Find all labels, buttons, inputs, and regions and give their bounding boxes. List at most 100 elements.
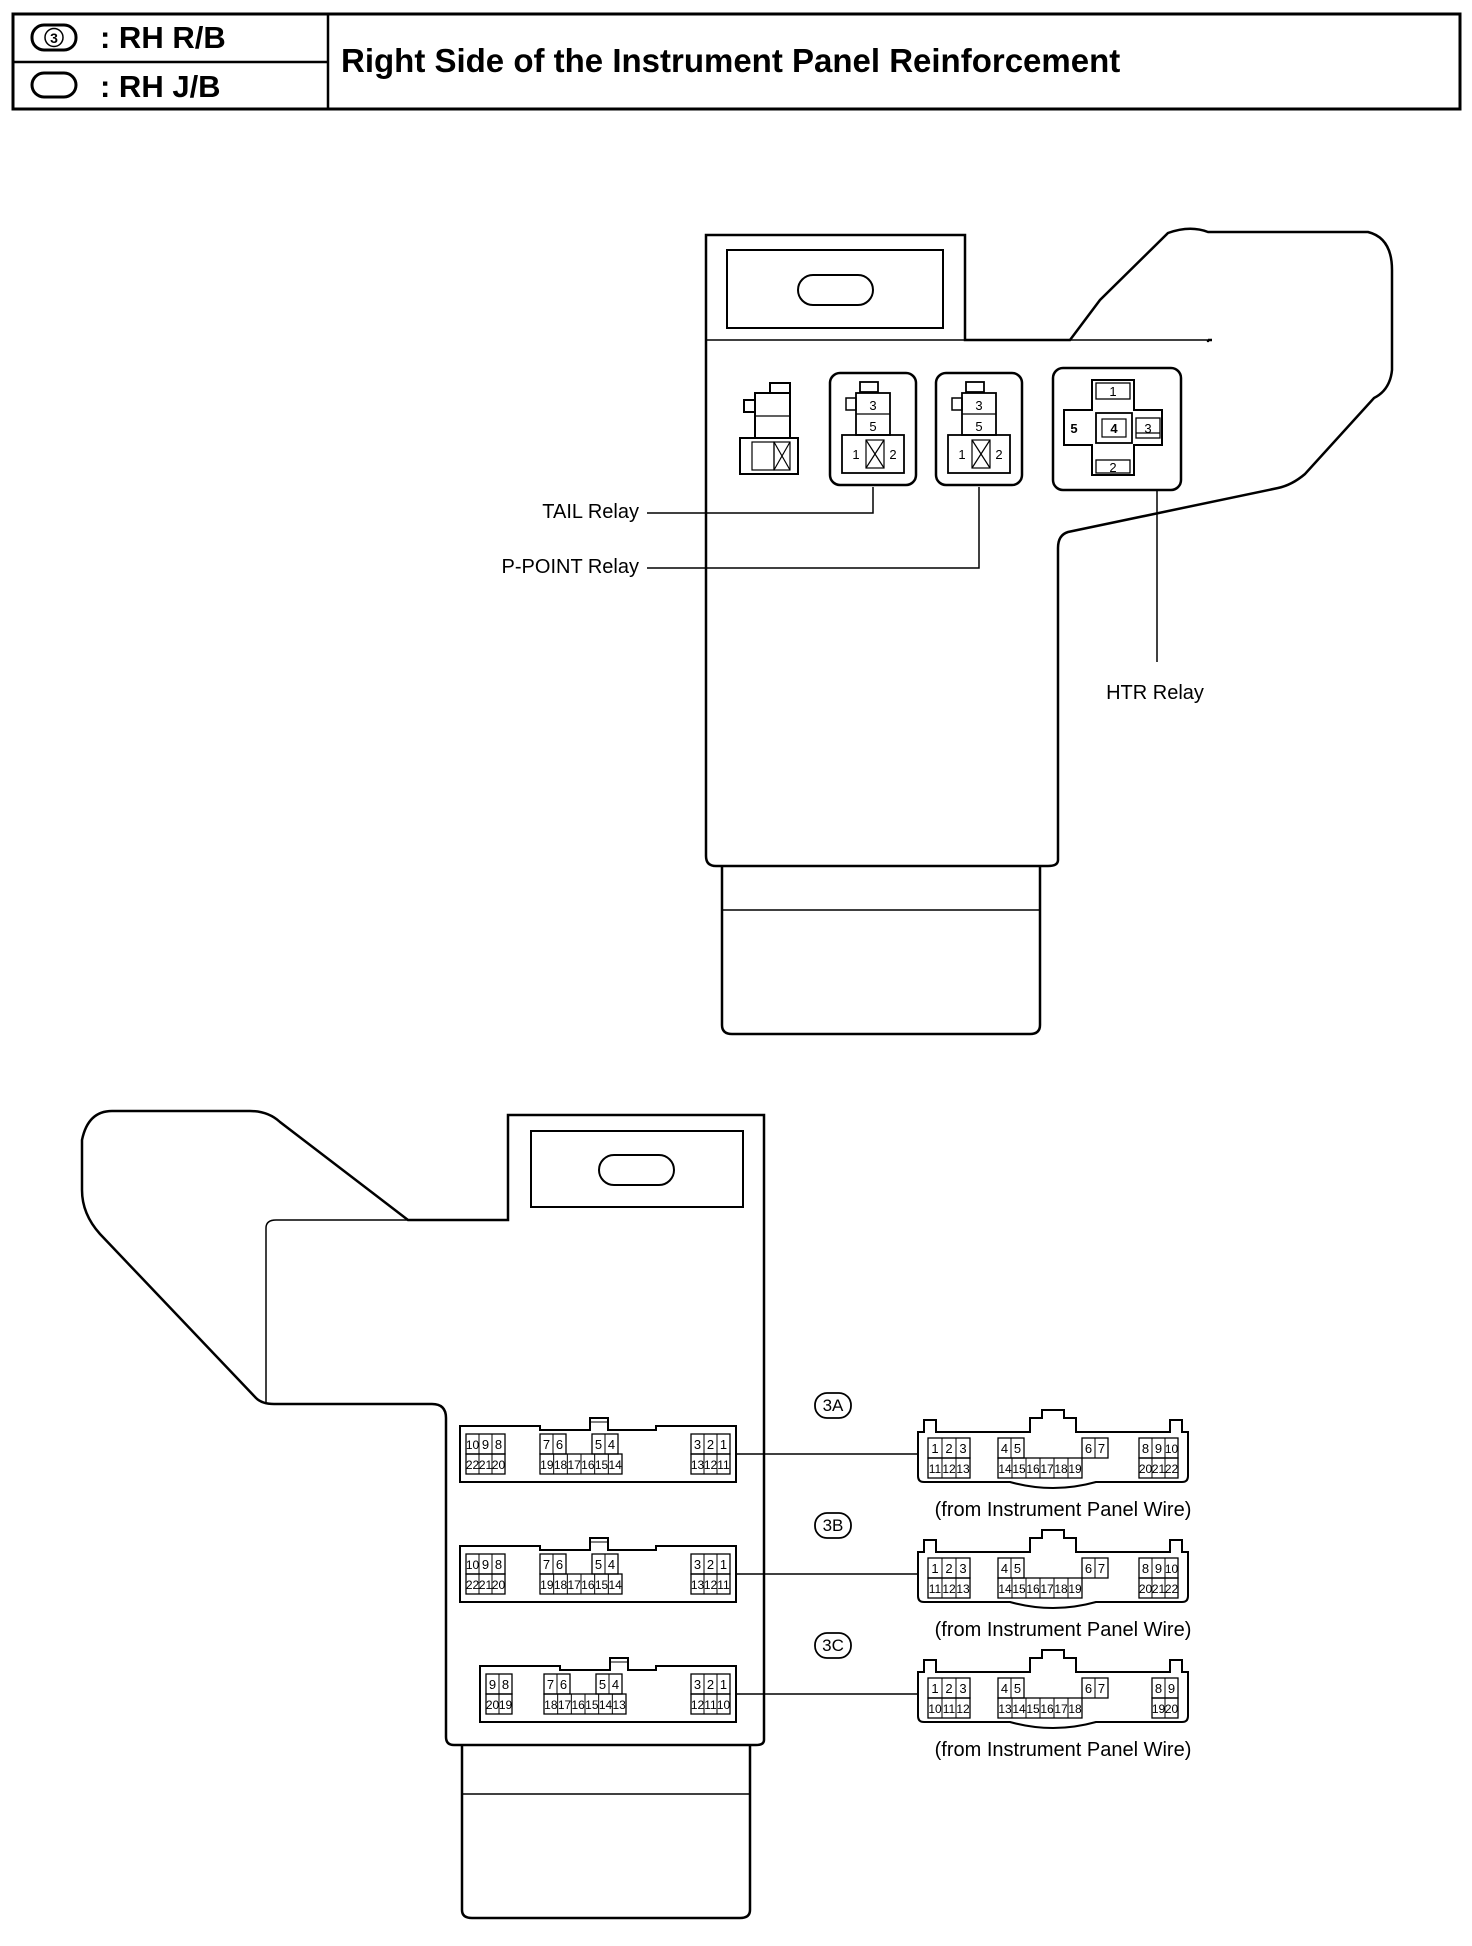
plug-3C-rb-pin-20: 20 [1165,1702,1179,1716]
plug-3A-lt-pin-3: 3 [959,1441,966,1456]
plug-3C-lt-pin-3: 3 [959,1681,966,1696]
rb-number: 3 [50,30,58,46]
plug-3B-rt-pin-10: 10 [1165,1562,1179,1576]
ppoint-relay-pin-3: 3 [975,398,982,413]
jb-3B-mb-pin-14: 14 [608,1578,622,1592]
plug-3C-lb-pin-10: 10 [928,1702,942,1716]
connector-caption: (from Instrument Panel Wire) [935,1499,1192,1521]
jb-3B-lt-pin-10: 10 [466,1558,480,1572]
connector-code-icon [814,1392,852,1419]
jb-3C-rt-pin-1: 1 [720,1677,727,1692]
connector-caption: (from Instrument Panel Wire) [935,1619,1192,1641]
jb-3B-rt-pin-3: 3 [694,1557,701,1572]
plug-3A-rb-pin-21: 21 [1152,1462,1166,1476]
jb-3C-rb-pin-12: 12 [691,1698,705,1712]
jb-3C-mtr-pin-4: 4 [612,1677,619,1692]
jb-3C-mb-pin-17: 17 [558,1698,572,1712]
jb-3A-lb-cell-group [465,1453,506,1475]
plug-3A-lb-pin-11: 11 [929,1462,942,1476]
jb-3B-lb-cell-group [465,1573,506,1595]
plug-3B-mb-pin-14: 14 [998,1582,1012,1596]
htr-relay-socket: 1 5 4 3 2 [1051,366,1183,492]
plug-3B-lb-pin-12: 12 [942,1582,956,1596]
jb-3B-mb-pin-17: 17 [567,1578,581,1592]
jb-socket-shell [459,1537,737,1603]
jb-3C-mb-pin-13: 13 [612,1698,626,1712]
plug-3B-lb-pin-11: 11 [929,1582,942,1596]
connector-code-icon [814,1632,852,1659]
connector-code-label: 3B [823,1516,844,1535]
tail-relay-latch [859,381,879,393]
plug-3A-rb-pin-20: 20 [1139,1462,1153,1476]
jb-3A-mb-pin-18: 18 [554,1458,568,1472]
ppoint-relay-pin-1: 1 [958,447,965,462]
plug-3C-mb-pin-17: 17 [1054,1702,1068,1716]
plug-3B-mb-pin-16: 16 [1026,1582,1040,1596]
plug-3A-lt-pin-1: 1 [931,1441,938,1456]
ppoint-relay-latch [965,381,985,393]
plug-3C-mtl-pin-4: 4 [1001,1681,1008,1696]
ppoint-relay-label: P-POINT Relay [502,556,639,578]
jb-3B-rb-pin-13: 13 [691,1578,705,1592]
jb-3A-rb-cell-group [690,1453,731,1475]
htr-pin-4: 4 [1110,421,1118,436]
plug-3C-mtr-pin-6: 6 [1085,1681,1092,1696]
plug-3C-lb-pin-12: 12 [956,1702,970,1716]
plug-3B-mtl-pin-4: 4 [1001,1561,1008,1576]
jb-3A-mb-pin-17: 17 [567,1458,581,1472]
rb-symbol-icon: 3 [30,23,78,52]
jb-3B-mtl-pin-6: 6 [556,1557,563,1572]
jb-3B-rb-cell-group [690,1573,731,1595]
jb-3B-lt-pin-8: 8 [495,1557,502,1572]
plug-3B-lt-pin-2: 2 [945,1561,952,1576]
tail-relay-label: TAIL Relay [542,501,639,523]
jb-3B-lb-pin-20: 20 [492,1578,506,1592]
jb-3C-lt-pin-9: 9 [489,1677,496,1692]
tail-relay-pin-1: 1 [852,447,859,462]
jb-3B-mtr-pin-4: 4 [608,1557,615,1572]
ppoint-relay-pin-2: 2 [995,447,1002,462]
jb-3B-rt-pin-1: 1 [720,1557,727,1572]
jb-3A-lb-pin-22: 22 [466,1458,480,1472]
jb-3C-mtr-pin-5: 5 [599,1677,606,1692]
jb-3A-lt-pin-9: 9 [482,1437,489,1452]
plug-3A-mb-pin-16: 16 [1026,1462,1040,1476]
jb-3A-lt-pin-10: 10 [466,1438,480,1452]
jb-3C-lt-pin-8: 8 [502,1677,509,1692]
jb-socket-shell [479,1657,737,1723]
jb-3C-mb-pin-15: 15 [585,1698,599,1712]
plug-3B-mb-pin-17: 17 [1040,1582,1054,1596]
plug-3B-rb-cell-group [1138,1577,1179,1599]
jb-3A-lb-pin-20: 20 [492,1458,506,1472]
plug-3A-rt-pin-9: 9 [1155,1441,1162,1456]
plug-3C-mb-pin-16: 16 [1040,1702,1054,1716]
ppoint-relay-x-b [971,439,991,469]
plug-3A-mb-pin-14: 14 [998,1462,1012,1476]
ppoint-relay-tab [951,397,963,411]
jb-3A-mtl-pin-6: 6 [556,1437,563,1452]
plug-3A-rt-pin-8: 8 [1142,1441,1149,1456]
ppoint-relay-frame [934,371,1024,487]
jb-3C-mb-pin-16: 16 [571,1698,585,1712]
ppoint-relay-lower [947,434,1011,474]
tail-relay-x-box [865,439,885,469]
junction-block-outline [80,1109,766,1920]
plug-3C-lb-pin-11: 11 [943,1702,956,1716]
ppoint-relay-x-box [971,439,991,469]
plug-3B-mtr-pin-6: 6 [1085,1561,1092,1576]
tail-relay-frame [828,371,918,487]
jb-3A-rb-pin-13: 13 [691,1458,705,1472]
tail-relay-pin-5: 5 [869,419,876,434]
relay-block-outline [704,227,1394,1036]
jb-3C-mtl-pin-7: 7 [547,1677,554,1692]
plug-3C-mb-pin-18: 18 [1068,1702,1082,1716]
plug-3C-mb-pin-14: 14 [1012,1702,1026,1716]
jb-3B-rb-pin-11: 11 [717,1578,730,1592]
rb-label: : RH R/B [100,20,226,55]
